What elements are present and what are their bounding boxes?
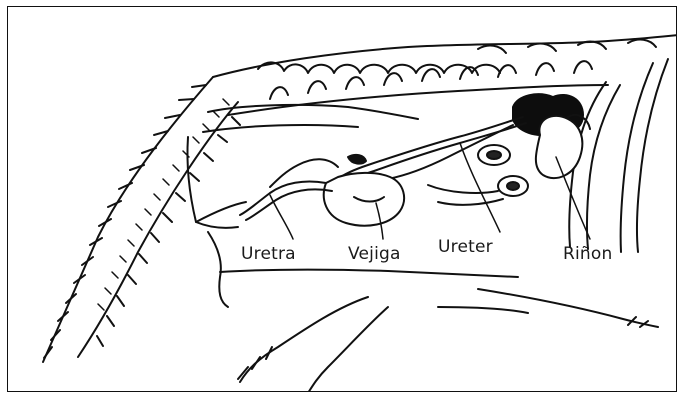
dog-urinary-anatomy-illustration	[8, 7, 677, 392]
label-rinon: Riñon	[563, 244, 613, 264]
urethra	[240, 159, 338, 220]
spine	[213, 35, 677, 115]
ribs	[569, 59, 668, 252]
diagram-frame: Uretra Vejiga Ureter Riñon	[7, 6, 677, 392]
kidney	[513, 94, 590, 178]
label-ureter: Ureter	[438, 237, 493, 257]
tail	[43, 77, 240, 362]
intestine-sections	[428, 145, 528, 205]
label-vejiga: Vejiga	[348, 244, 401, 264]
label-uretra: Uretra	[241, 244, 296, 264]
